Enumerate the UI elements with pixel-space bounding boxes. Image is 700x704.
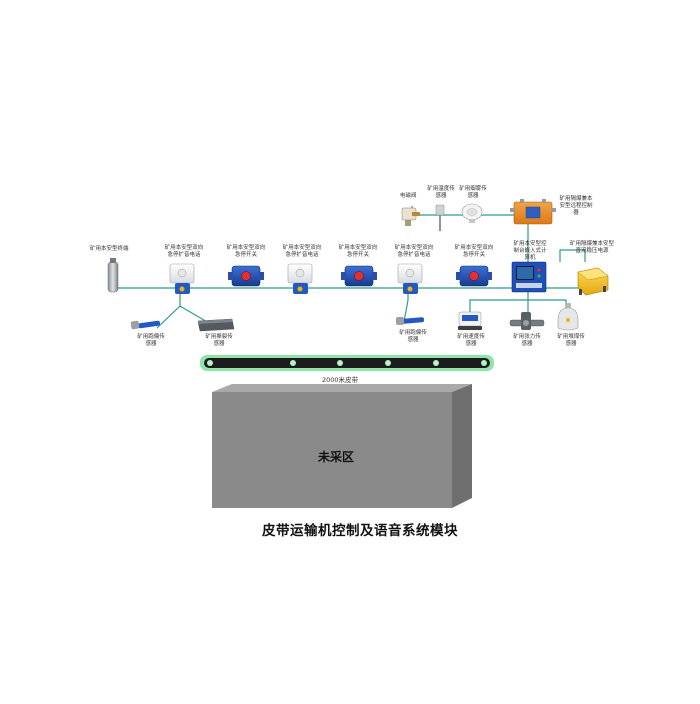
power-supply-device	[577, 267, 609, 296]
label-switch-3: 矿用本安型双向急停开关	[454, 245, 494, 258]
pile-sensor-device	[557, 303, 579, 331]
speed-sensor-device	[458, 311, 482, 330]
belt-roller-5	[433, 360, 439, 366]
unmined-area-label: 未采区	[318, 450, 355, 464]
label-switch-2: 矿用本安型双向急停开关	[338, 245, 378, 258]
branch-power	[559, 249, 586, 262]
block-front	[212, 392, 452, 508]
unmined-area-block	[212, 384, 472, 508]
label-control-computer: 矿用本安型控制台嵌入式计算机	[513, 241, 547, 261]
switch-device-1	[228, 265, 264, 287]
phone-device-2	[287, 263, 313, 294]
control-computer-device	[511, 261, 547, 293]
branch-speed	[469, 288, 529, 318]
temperature-sensor-device	[435, 204, 445, 231]
belt-roller-4	[385, 360, 391, 366]
label-solenoid-valve: 电磁阀	[400, 193, 417, 199]
block-top	[212, 384, 472, 392]
label-tear-sensor: 矿用撕裂传感器	[205, 334, 233, 347]
conveyor-belt	[200, 355, 494, 371]
label-pile-sensor: 矿用堆煤传感器	[557, 334, 585, 347]
switch-device-2	[341, 265, 377, 287]
label-switch-1: 矿用本安型双向急停开关	[226, 245, 266, 258]
tear-sensor-device	[197, 318, 235, 332]
belt-roller-2	[290, 360, 296, 366]
phone-device-1	[169, 263, 195, 294]
phone-device-3	[397, 263, 423, 294]
belt-body	[204, 358, 490, 368]
tension-sensor-device	[509, 312, 545, 330]
label-deviation-sensor-2: 矿用跑偏传感器	[399, 330, 427, 343]
label-terminal: 矿用本安型终端	[90, 246, 129, 252]
label-tension-sensor: 矿用张力传感器	[513, 334, 541, 347]
block-side	[452, 384, 472, 508]
branch-pile	[528, 299, 567, 312]
belt-roller-3	[337, 360, 343, 366]
belt-roller-1	[207, 360, 213, 366]
label-remote-controller: 矿用隔爆兼本安型远程控制器	[559, 196, 593, 216]
smoke-sensor-device	[461, 203, 483, 223]
label-deviation-sensor-1: 矿用跑偏传感器	[137, 334, 165, 347]
label-power-supply: 矿用隔爆兼本安型直流稳压电源	[569, 241, 614, 254]
label-speed-sensor: 矿用速度传感器	[457, 334, 485, 347]
diagram-caption: 皮带运输机控制及语音系统模块	[262, 523, 458, 539]
label-temperature-sensor: 矿用温度传感器	[427, 186, 455, 199]
label-smoke-sensor: 矿用烟雾传感器	[459, 186, 487, 199]
label-phone-1: 矿用本安型双向急停扩音电话	[164, 245, 204, 258]
label-phone-2: 矿用本安型双向急停扩音电话	[282, 245, 322, 258]
label-phone-3: 矿用本安型双向急停扩音电话	[394, 245, 434, 258]
terminal-device	[107, 258, 119, 293]
solenoid-valve-device	[401, 207, 420, 226]
belt-roller-6	[481, 360, 487, 366]
deviation-sensor-2-device	[396, 317, 425, 325]
remote-controller-device	[510, 199, 556, 225]
branch-deviation-1	[156, 288, 181, 329]
switch-device-3	[456, 265, 492, 287]
belt-length-label: 2000米皮带	[322, 376, 359, 384]
deviation-sensor-1-device	[130, 320, 161, 330]
